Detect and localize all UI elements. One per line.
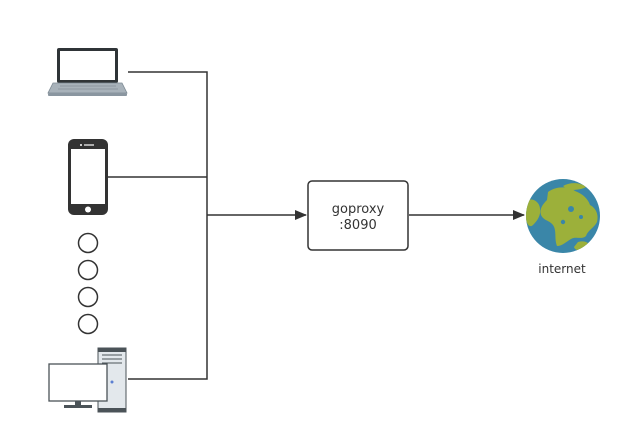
proxy-box [307, 180, 409, 251]
ellipsis-dots [77, 232, 99, 335]
ellipsis-dot [77, 286, 99, 308]
globe-icon [526, 179, 600, 253]
laptop-icon [47, 48, 128, 96]
ellipsis-dot [77, 313, 99, 335]
proxy-node: goproxy :8090 [307, 180, 409, 251]
laptop-connector [128, 71, 208, 215]
phone-icon [68, 139, 108, 215]
proxy-port: :8090 [339, 218, 376, 233]
proxy-name: goproxy [332, 202, 385, 217]
desktop-connector [128, 215, 208, 380]
internet-label: internet [538, 262, 586, 276]
ellipsis-dot [77, 259, 99, 281]
ellipsis-dot [77, 232, 99, 254]
connector-lines [108, 71, 525, 380]
desktop-computer-icon [48, 347, 127, 413]
